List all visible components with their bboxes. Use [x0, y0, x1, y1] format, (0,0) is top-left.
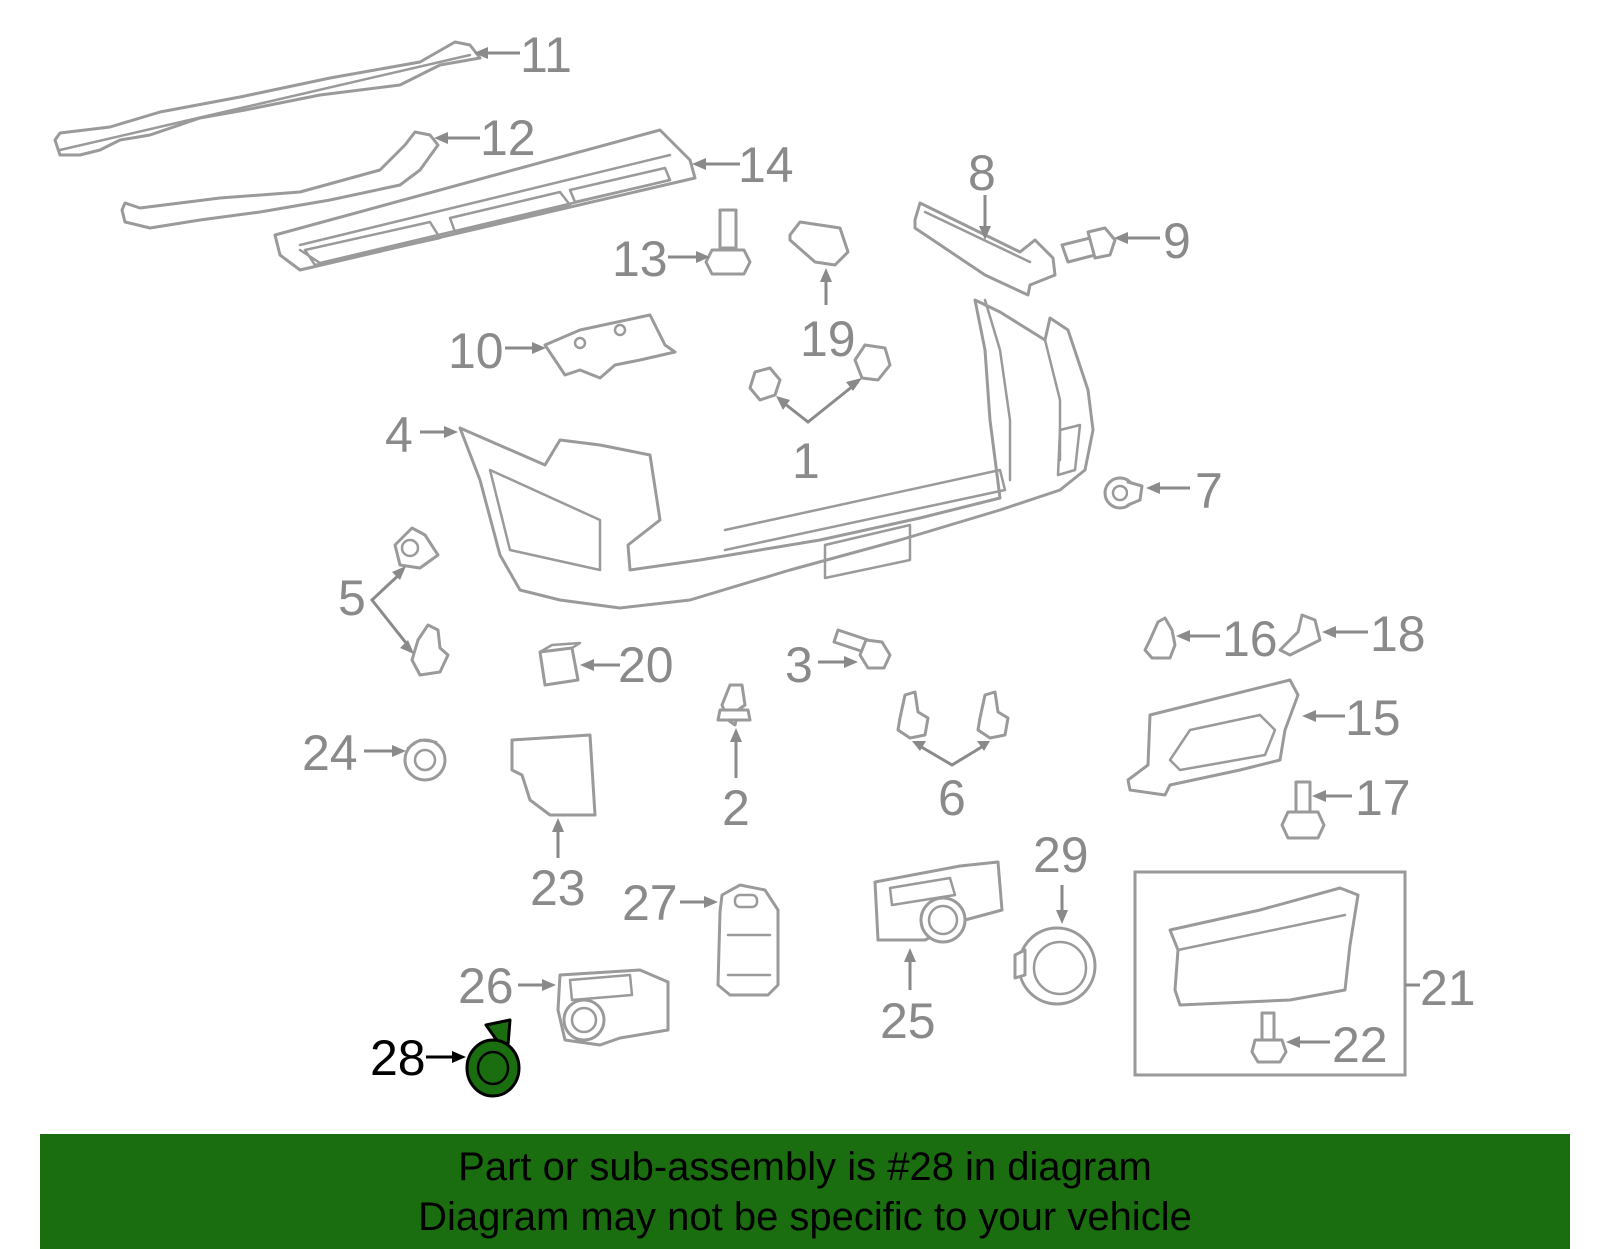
part-10[interactable]	[543, 313, 677, 380]
callout-26-label: 25	[880, 993, 936, 1049]
part-6[interactable]	[896, 690, 1010, 740]
part-24[interactable]	[403, 738, 447, 782]
callout-5-label: 5	[338, 570, 366, 626]
callout-1: 4	[385, 407, 458, 463]
part-26[interactable]	[873, 860, 1004, 944]
callout-21: 21	[1405, 960, 1476, 1016]
banner-line-2: Diagram may not be specific to your vehi…	[418, 1195, 1192, 1239]
part-1[interactable]	[458, 298, 1095, 610]
part-21[interactable]	[1133, 870, 1407, 1077]
callout-24: 24	[302, 725, 406, 781]
callout-1-label: 4	[385, 407, 413, 463]
part-19[interactable]	[788, 220, 850, 267]
callout-10: 10	[448, 323, 546, 379]
callout-8-label: 8	[968, 145, 996, 201]
callout-10-label: 10	[448, 323, 504, 379]
callout-19: 19	[800, 268, 856, 367]
callout-27: 27	[622, 875, 718, 931]
part-11[interactable]	[53, 40, 482, 157]
callout-18-label: 18	[1370, 606, 1426, 662]
callout-16: 16	[1176, 611, 1278, 667]
callout-7-label: 7	[1195, 463, 1223, 519]
callout-3: 3	[785, 637, 858, 693]
callout-2: 2	[722, 728, 750, 836]
callout-20-label: 20	[618, 637, 674, 693]
part-5[interactable]	[393, 526, 450, 677]
callout-13: 13	[612, 231, 710, 287]
part-13[interactable]	[704, 208, 752, 276]
callout-14-label: 14	[738, 137, 794, 193]
callout-26: 25	[880, 948, 936, 1049]
callout-11-label: 11	[520, 27, 572, 83]
banner-line-1: Part or sub-assembly is #28 in diagram	[458, 1145, 1152, 1189]
callout-17-label: 17	[1355, 770, 1411, 826]
part-7[interactable]	[1103, 476, 1144, 510]
part-29[interactable]	[1013, 926, 1097, 1006]
part-14[interactable]	[273, 128, 697, 272]
callout-14: 14	[692, 137, 794, 193]
callout-24-label: 24	[302, 725, 358, 781]
callout-23-label: 23	[530, 860, 586, 916]
part-12[interactable]	[120, 130, 440, 230]
info-banner: Part or sub-assembly is #28 in diagram D…	[40, 1134, 1570, 1249]
callout-27-label: 27	[622, 875, 678, 931]
part-25[interactable]	[556, 968, 670, 1047]
callout-19-label: 19	[800, 311, 856, 367]
callout-29-label: 29	[1033, 827, 1089, 883]
callout-6-label: 6	[938, 770, 966, 826]
part-23[interactable]	[510, 733, 597, 817]
part-28[interactable]	[465, 1018, 521, 1098]
callout-9-label: 9	[1163, 213, 1191, 269]
callout-9: 9	[1114, 213, 1191, 269]
part-22[interactable]	[1250, 1011, 1288, 1064]
part-16[interactable]	[1143, 616, 1177, 660]
part-9[interactable]	[1060, 226, 1117, 264]
callout-22-label: 22	[1332, 1017, 1388, 1073]
callout-15: 15	[1302, 690, 1401, 746]
callout-28-label: 28	[370, 1030, 426, 1086]
callout-28: 28	[370, 1030, 466, 1086]
part-27[interactable]	[716, 883, 780, 997]
callout-23: 23	[530, 818, 586, 916]
callout-12: 12	[434, 110, 536, 166]
part-4[interactable]	[748, 343, 892, 402]
callout-3-label: 3	[785, 637, 813, 693]
callout-4: 1	[776, 378, 862, 489]
part-18[interactable]	[1278, 613, 1322, 657]
part-17[interactable]	[1280, 780, 1326, 840]
callout-12-label: 12	[480, 110, 536, 166]
callout-21-label: 21	[1420, 960, 1476, 1016]
callout-25-label: 26	[458, 958, 514, 1014]
callout-7: 7	[1146, 463, 1223, 519]
part-15[interactable]	[1126, 678, 1300, 797]
callout-2-label: 2	[722, 780, 750, 836]
part-2[interactable]	[716, 683, 752, 727]
callout-11: 11	[474, 27, 572, 83]
callout-4-label: 1	[792, 433, 820, 489]
callout-8: 8	[968, 145, 996, 240]
part-3[interactable]	[832, 628, 892, 670]
callout-5: 5	[338, 566, 414, 654]
callout-13-label: 13	[612, 231, 668, 287]
callout-22: 22	[1286, 1017, 1388, 1073]
callout-20: 20	[580, 637, 674, 693]
part-20[interactable]	[538, 641, 582, 687]
callout-17: 17	[1312, 770, 1411, 826]
callout-6: 6	[912, 741, 990, 826]
callout-15-label: 15	[1345, 690, 1401, 746]
callout-18: 18	[1322, 606, 1426, 662]
callout-25: 26	[458, 958, 556, 1014]
callout-16-label: 16	[1222, 611, 1278, 667]
callout-29: 29	[1033, 827, 1089, 924]
